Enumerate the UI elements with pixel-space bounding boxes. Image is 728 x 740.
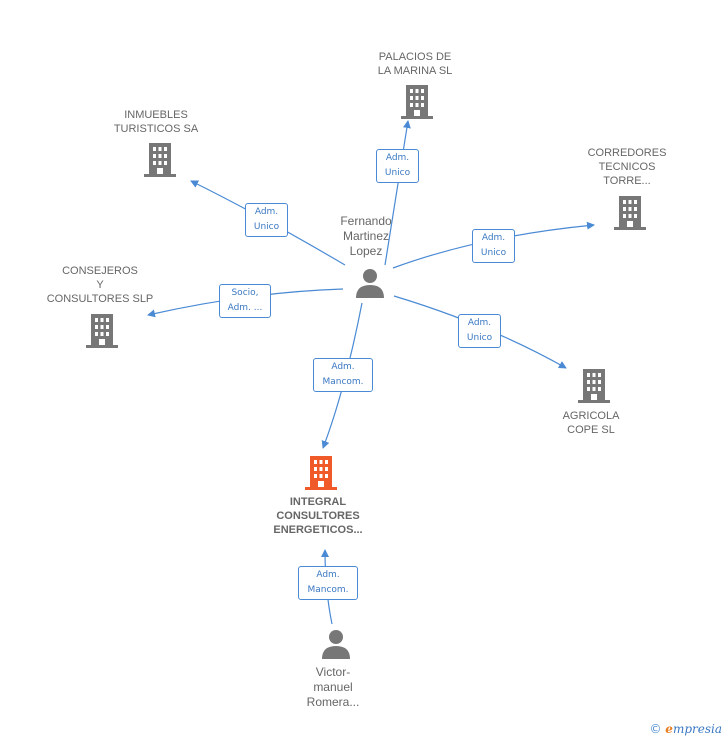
node-label-agricola[interactable]: AGRICOLA COPE SL xyxy=(562,410,620,436)
brand-name: mpresia xyxy=(672,722,722,736)
brand-logo-initial: e xyxy=(665,722,673,736)
building-icon[interactable] xyxy=(614,196,646,230)
relation-label-corredores: Adm. Unico xyxy=(472,229,515,263)
relation-label-integral: Adm. Mancom. xyxy=(313,358,373,392)
relation-label-consejeros: Socio, Adm. ... xyxy=(219,284,271,318)
relation-label-inmuebles: Adm. Unico xyxy=(245,203,288,237)
node-label-integral[interactable]: INTEGRAL CONSULTORES ENERGETICOS... xyxy=(273,496,363,536)
node-label-palacios[interactable]: PALACIOS DE LA MARINA SL xyxy=(377,51,453,77)
relation-label-palacios: Adm. Unico xyxy=(376,149,419,183)
node-label-fernando[interactable]: Fernando Martinez Lopez xyxy=(340,214,392,258)
relation-label-agricola: Adm. Unico xyxy=(458,314,501,348)
node-label-corredores[interactable]: CORREDORES TECNICOS TORRE... xyxy=(587,147,667,187)
person-icon[interactable] xyxy=(355,268,385,298)
building-icon[interactable] xyxy=(144,143,176,177)
building-icon[interactable] xyxy=(578,369,610,403)
node-label-inmuebles[interactable]: INMUEBLES TURISTICOS SA xyxy=(113,109,199,135)
node-label-consejeros[interactable]: CONSEJEROS Y CONSULTORES SLP xyxy=(46,265,154,305)
building-icon[interactable] xyxy=(401,85,433,119)
relation-label-victor: Adm. Mancom. xyxy=(298,566,358,600)
building-icon[interactable] xyxy=(86,314,118,348)
node-label-victor[interactable]: Victor- manuel Romera... xyxy=(306,665,360,709)
person-icon[interactable] xyxy=(321,629,351,659)
brand-footer: © empresia xyxy=(649,722,722,736)
main-building-icon[interactable] xyxy=(305,456,337,490)
copyright-symbol: © xyxy=(649,722,662,736)
edge-to-palacios xyxy=(384,120,411,266)
